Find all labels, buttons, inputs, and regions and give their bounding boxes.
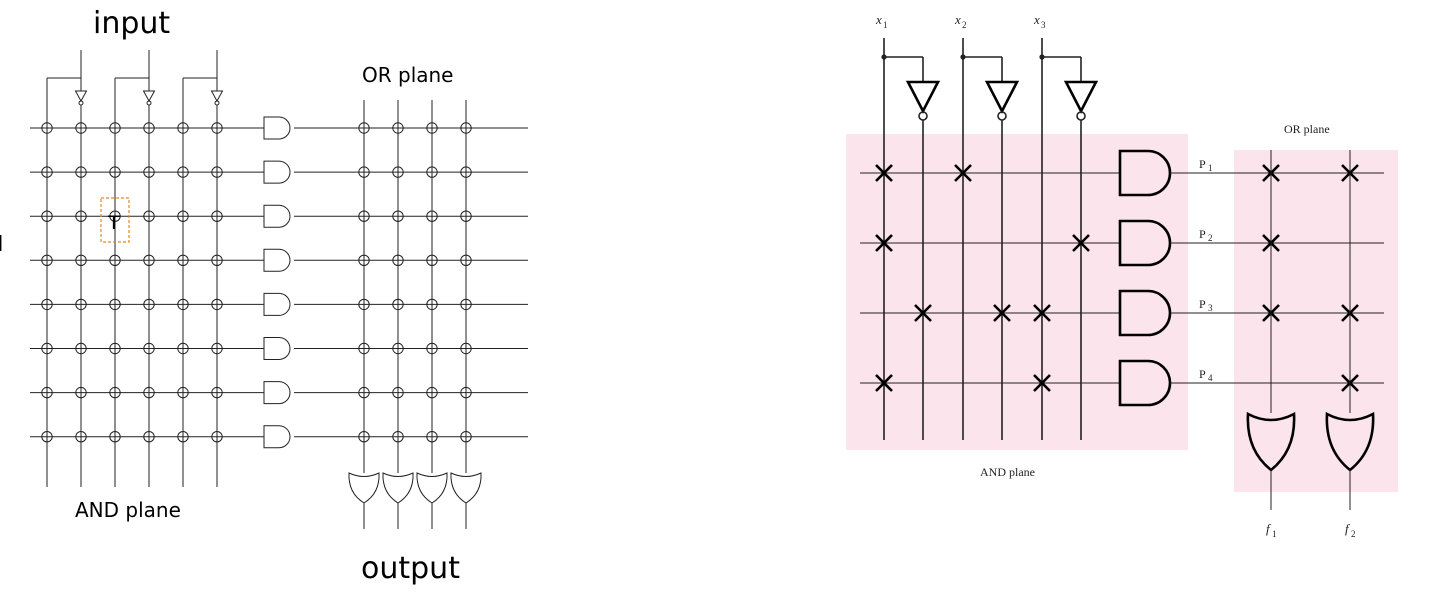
connection-x <box>1033 304 1051 322</box>
connection-x <box>914 304 932 322</box>
and-gate <box>1118 359 1172 407</box>
inverter-triangle <box>142 90 156 103</box>
or-gate <box>382 472 414 504</box>
product-label: P <box>1199 367 1206 381</box>
left-wiring <box>30 50 528 529</box>
and-gate <box>263 337 291 360</box>
highlight-glyph: T <box>107 212 120 234</box>
output-subscript: 2 <box>1351 529 1356 539</box>
and-gate <box>263 425 291 449</box>
or-gate <box>348 472 380 504</box>
or-gate <box>450 472 482 504</box>
connection-x <box>993 304 1011 322</box>
inverter-triangle <box>905 80 941 114</box>
and-gate <box>263 116 291 140</box>
connection-x <box>1033 374 1051 392</box>
inverter-triangle <box>984 80 1020 114</box>
connection-x <box>875 164 893 182</box>
right-wiring <box>0 38 1384 510</box>
input-subscript: 1 <box>883 20 888 30</box>
or-plane-background <box>1234 150 1398 492</box>
or-gate <box>1246 411 1296 472</box>
highlight-box <box>100 197 130 243</box>
output-subscript: 1 <box>1272 529 1277 539</box>
input-label: x <box>875 12 882 27</box>
inverter-triangle <box>210 90 224 103</box>
product-subscript: 3 <box>1208 303 1213 313</box>
or-gate <box>1325 411 1375 472</box>
product-label: P <box>1199 297 1206 311</box>
input-subscript: 2 <box>962 20 967 30</box>
and-gate <box>1118 289 1172 337</box>
and-gate <box>1118 219 1172 267</box>
and-gate <box>263 248 291 272</box>
and-gate <box>263 292 291 316</box>
input-label: input <box>93 6 170 41</box>
and-gate <box>263 160 291 184</box>
product-label: P <box>1199 227 1206 241</box>
input-subscript: 3 <box>1041 20 1046 30</box>
connection-x <box>875 374 893 392</box>
and-gate <box>263 381 291 405</box>
or-gate <box>416 472 448 504</box>
inverter-triangle <box>1063 80 1099 114</box>
left-pla-diagram: input OR plane AND plane output T <box>30 6 528 586</box>
product-subscript: 2 <box>1208 233 1213 243</box>
right-or-plane-label: OR plane <box>1284 122 1330 136</box>
product-subscript: 4 <box>1208 373 1213 383</box>
input-label: x <box>954 12 961 27</box>
connection-x <box>1072 234 1090 252</box>
and-gate <box>1118 149 1172 197</box>
output-label: output <box>361 551 460 586</box>
input-label: x <box>1033 12 1040 27</box>
product-label: P <box>1199 157 1206 171</box>
inverter-triangle <box>74 90 88 103</box>
left-or-plane-label: OR plane <box>362 63 453 87</box>
output-label: f <box>1266 521 1272 536</box>
and-gate <box>263 204 291 228</box>
connection-x <box>954 164 972 182</box>
right-and-plane-label: AND plane <box>980 465 1035 479</box>
product-subscript: 1 <box>1208 163 1213 173</box>
connection-x <box>875 234 893 252</box>
output-label: f <box>1345 521 1351 536</box>
left-and-plane-label: AND plane <box>75 498 181 522</box>
